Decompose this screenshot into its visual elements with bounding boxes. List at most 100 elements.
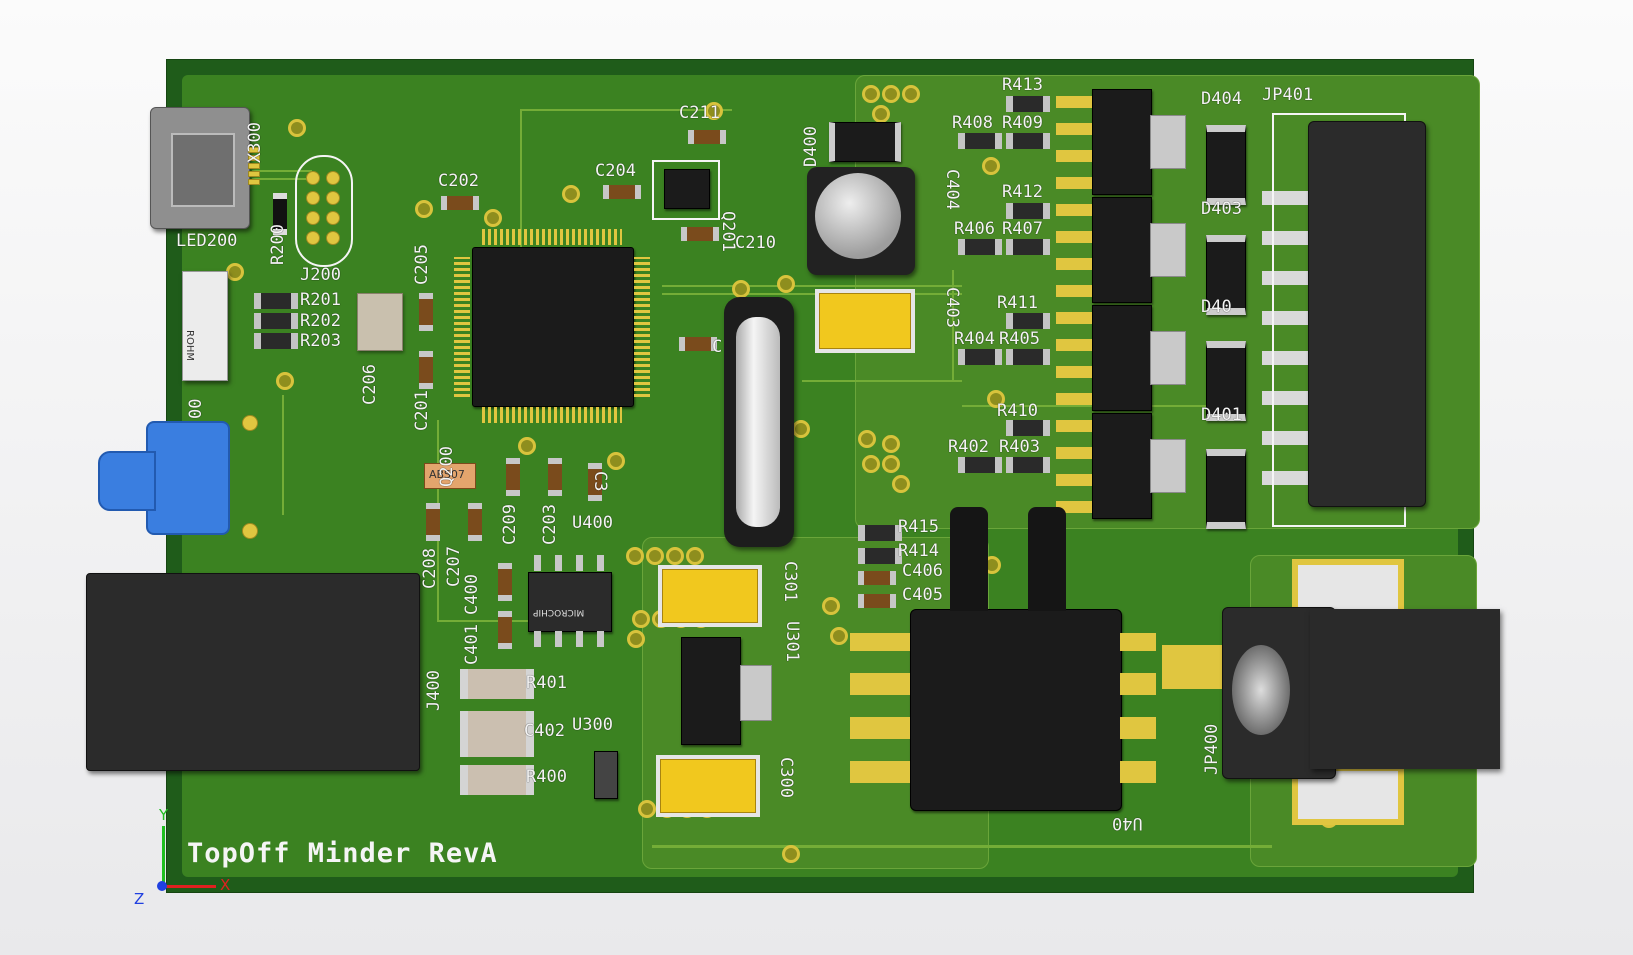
ref-c209: C209 <box>500 504 520 545</box>
ref-c400: C400 <box>462 574 482 615</box>
header-pin <box>326 171 340 185</box>
mcu-pins-bottom <box>482 407 622 423</box>
diode-d403 <box>1206 235 1246 315</box>
diode-d400 <box>829 122 901 162</box>
via <box>782 845 800 863</box>
trace <box>952 270 954 380</box>
capacitor-c202 <box>441 196 479 210</box>
crystal-marking: ABS07 <box>429 468 465 481</box>
via <box>226 263 244 281</box>
via <box>518 437 536 455</box>
resistor-r414 <box>858 548 902 564</box>
via <box>638 800 656 818</box>
barrel-jack-opening <box>1232 645 1290 735</box>
axis-gizmo[interactable]: Y X Z <box>134 806 234 908</box>
resistor-r202 <box>254 313 298 329</box>
ref-c207: C207 <box>444 546 464 587</box>
mosfet-q-b <box>1092 197 1152 303</box>
x-axis-label: X <box>220 876 231 894</box>
ref-r409: R409 <box>1002 113 1043 133</box>
ref-r408: R408 <box>952 113 993 133</box>
via <box>862 85 880 103</box>
trace <box>520 109 522 259</box>
capacitor-c301 <box>662 569 758 623</box>
mosfet-tab <box>1150 115 1186 169</box>
via <box>627 630 645 648</box>
transistor-q201 <box>664 169 710 209</box>
ref-c404: C404 <box>942 169 962 210</box>
capacitor-c205 <box>419 293 433 331</box>
via <box>892 475 910 493</box>
resistor-r412 <box>1006 203 1050 219</box>
ref-c210: C210 <box>735 233 776 253</box>
header-pin <box>306 191 320 205</box>
usb-pin-pad <box>248 155 260 161</box>
capacitor-c400 <box>498 563 512 601</box>
via <box>882 435 900 453</box>
via <box>484 209 502 227</box>
trace <box>662 285 962 287</box>
ref-r414: R414 <box>898 541 939 561</box>
ref-d403: D403 <box>1201 199 1242 219</box>
pushbutton-cap[interactable] <box>98 451 156 511</box>
u300-regulator <box>594 751 618 799</box>
resistor-r411 <box>1006 313 1050 329</box>
ref-c201: C201 <box>412 390 432 431</box>
via <box>858 430 876 448</box>
via <box>276 372 294 390</box>
ref-c211: C211 <box>679 103 720 123</box>
ref-r202: R202 <box>300 311 341 331</box>
trace <box>252 178 312 180</box>
pushbutton-switch[interactable] <box>98 421 230 535</box>
ref-c405: C405 <box>902 585 943 605</box>
ref-r405: R405 <box>999 329 1040 349</box>
via <box>777 275 795 293</box>
pcb-board[interactable]: ROHM <box>86 60 1500 892</box>
resistor-r410 <box>1006 420 1050 436</box>
ref-d404: D404 <box>1201 89 1242 109</box>
ref-r404: R404 <box>954 329 995 349</box>
ref-u300: U300 <box>572 715 613 735</box>
y-axis-line <box>162 826 165 886</box>
via <box>732 280 750 298</box>
rohm-connector: ROHM <box>182 271 228 381</box>
micro-usb-connector <box>150 107 250 229</box>
terminal-block-jp401 <box>1308 121 1426 507</box>
via <box>562 185 580 203</box>
ref-switch: 00 <box>186 398 206 419</box>
via <box>872 105 890 123</box>
ref-r203: R203 <box>300 331 341 351</box>
u401-pads-left <box>850 633 910 783</box>
via <box>822 597 840 615</box>
capacitor-c206 <box>357 293 403 351</box>
resistor-r400 <box>460 765 534 795</box>
mosfet-tab <box>1150 331 1186 385</box>
header-outline <box>295 155 353 267</box>
capacitor-c401 <box>498 611 512 649</box>
resistor-r415 <box>858 525 902 541</box>
u400-pins-top <box>534 555 604 571</box>
ref-c208: C208 <box>420 548 440 589</box>
copper-pour: ROHM <box>86 75 1500 877</box>
ref-jp400: JP400 <box>1202 723 1222 775</box>
capacitor-c300 <box>660 759 756 813</box>
diode-d404 <box>1206 125 1246 205</box>
ref-r400: R400 <box>526 767 567 787</box>
ref-u401: U40 <box>1112 813 1143 833</box>
diode-d402 <box>1206 341 1246 421</box>
ref-u301: U301 <box>782 621 802 662</box>
capacitor-c210 <box>681 227 719 241</box>
capacitor-c402 <box>460 711 534 757</box>
z-axis-dot <box>157 881 167 891</box>
ref-r401: R401 <box>526 673 567 693</box>
via <box>415 200 433 218</box>
capacitor-c209 <box>506 458 520 496</box>
resistor-r407 <box>1006 239 1050 255</box>
barrel-jack-body <box>1310 609 1500 769</box>
capacitor-c405 <box>858 594 896 608</box>
usb-pin-pad <box>248 163 260 169</box>
ref-led200: LED200 <box>176 231 238 251</box>
mcu-pins-right <box>634 257 650 397</box>
mosfet-q-c <box>1092 305 1152 411</box>
